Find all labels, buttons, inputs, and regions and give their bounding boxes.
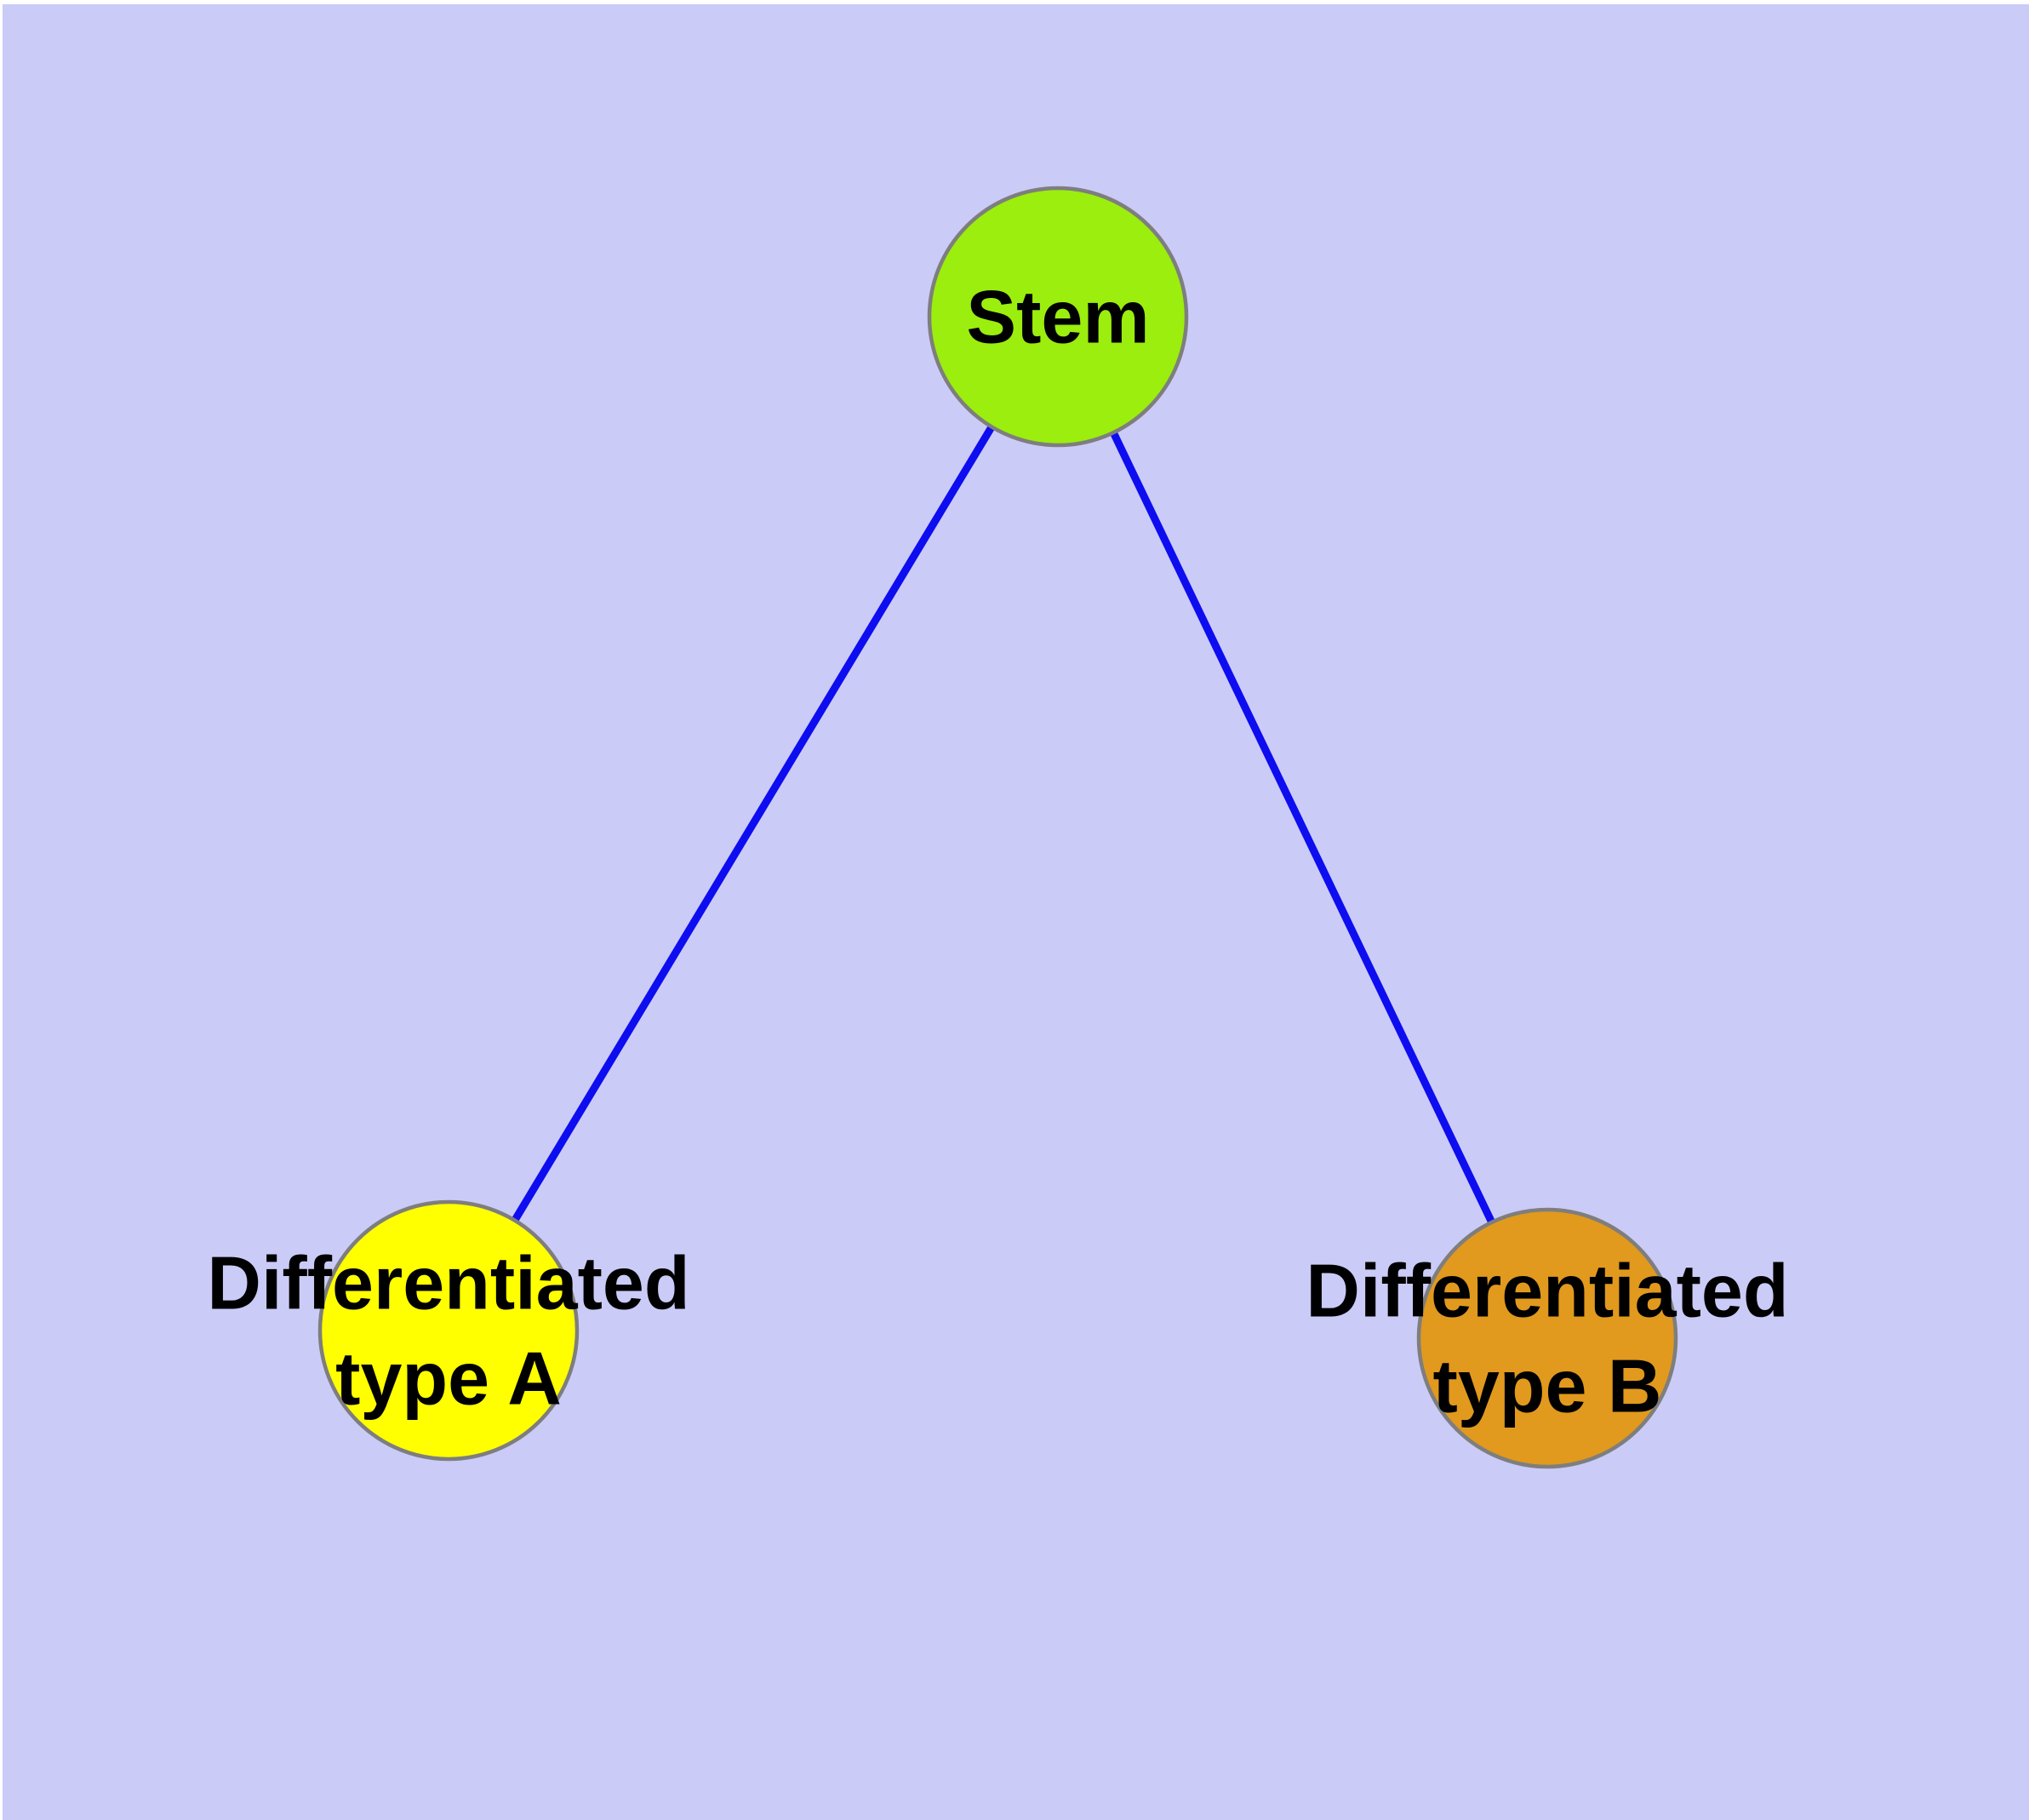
type-a-node-label-line1: Differentiated	[207, 1241, 689, 1325]
type-b-node-circle	[1416, 1207, 1678, 1469]
node-differentiated-type-a: Differentiated type A	[207, 1199, 690, 1462]
type-b-node-label-line1: Differentiated	[1306, 1249, 1788, 1333]
stem-node-label: Stem	[966, 275, 1149, 359]
type-a-node-label-line2: type A	[335, 1336, 562, 1421]
type-b-node-label-line2: type B	[1433, 1344, 1662, 1428]
edge-stem-to-type-b	[1054, 315, 1552, 1340]
type-a-node-circle	[317, 1199, 580, 1462]
edge-stem-to-type-a	[445, 314, 1061, 1333]
node-differentiated-type-b: Differentiated type B	[1306, 1207, 1789, 1469]
stem-node-circle	[927, 186, 1189, 448]
node-stem: Stem	[927, 186, 1189, 448]
